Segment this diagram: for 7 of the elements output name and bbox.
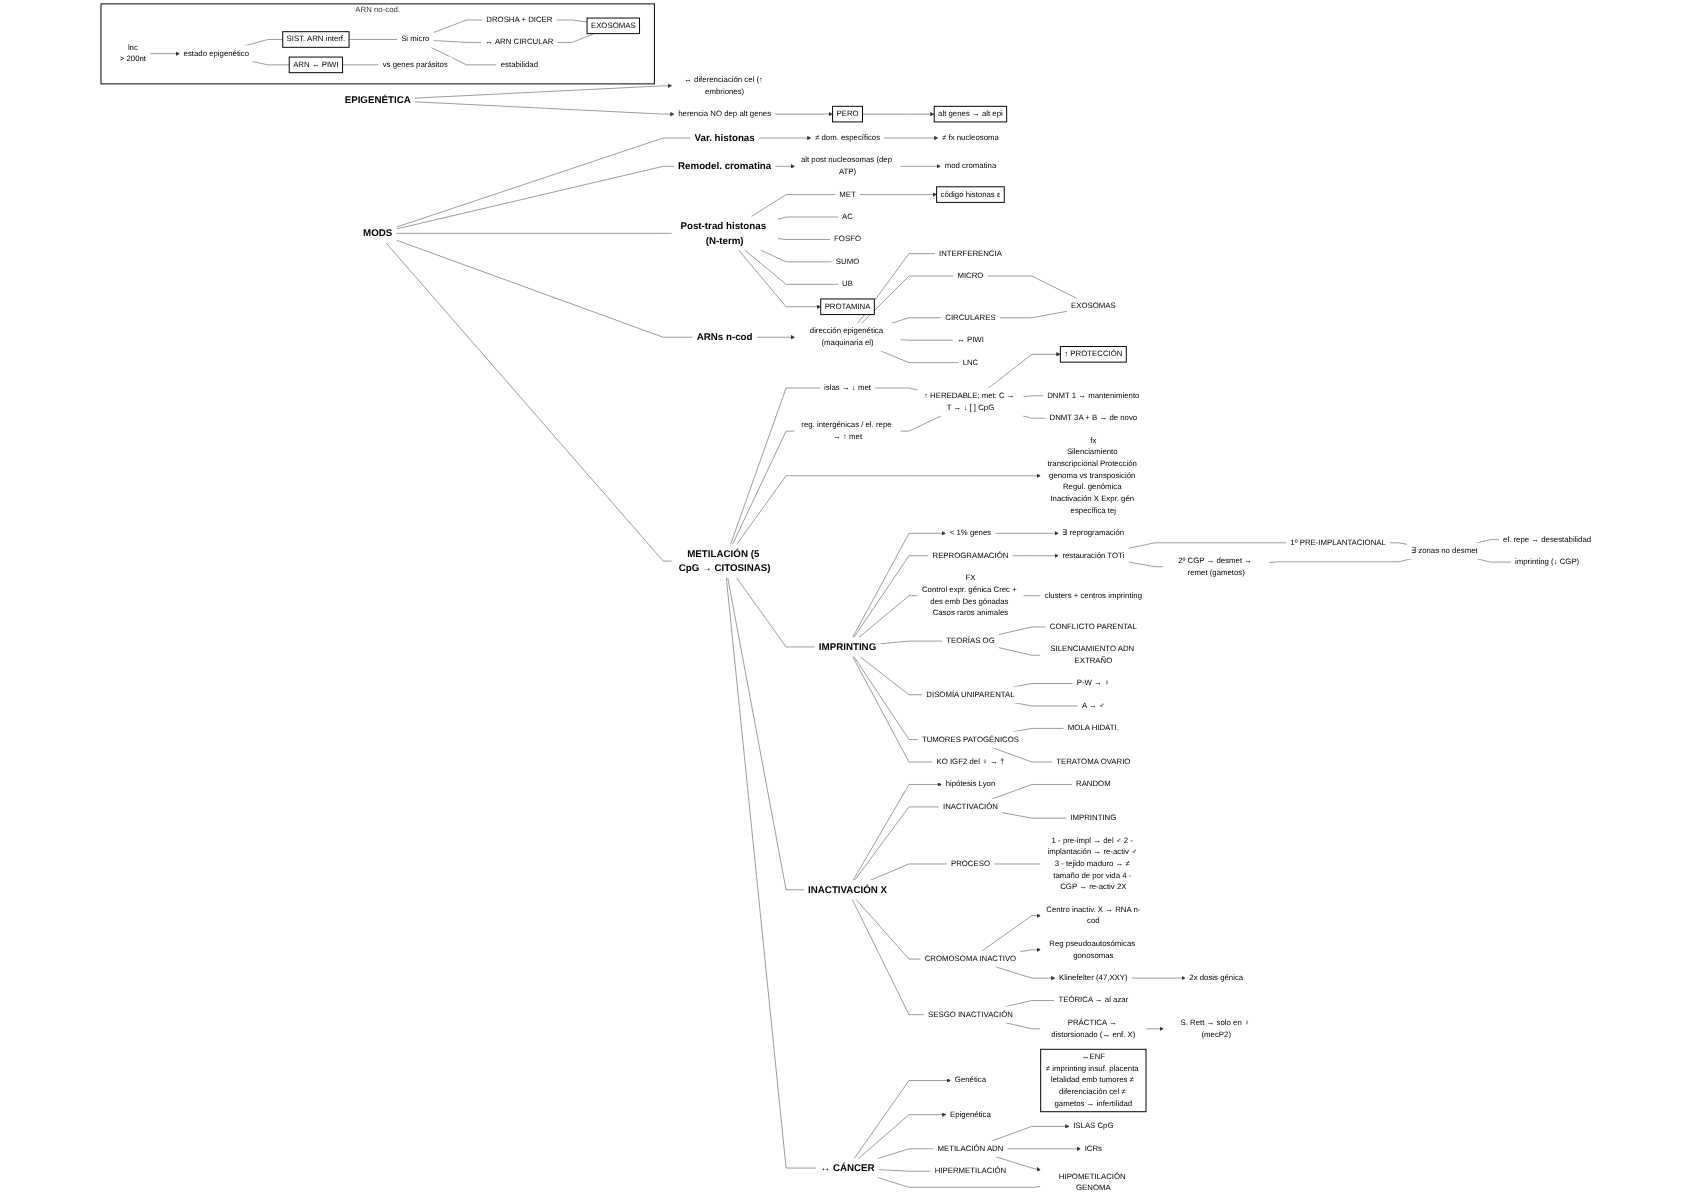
connector <box>861 275 954 324</box>
connector <box>251 61 290 66</box>
connector <box>244 39 283 47</box>
connector <box>342 64 380 66</box>
connector <box>557 33 595 43</box>
connector <box>348 39 398 40</box>
connector <box>556 19 588 23</box>
